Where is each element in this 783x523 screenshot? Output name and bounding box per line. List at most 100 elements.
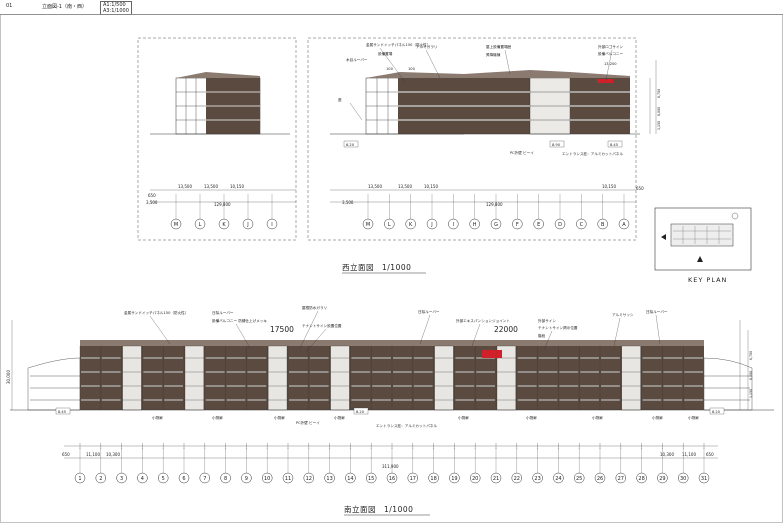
south-core-bay [184,345,204,411]
south-building [10,340,774,411]
west-grid-label: D [558,222,562,228]
south-note-balcony: 設備バルコニー 防錆仕上げメッキ [212,318,267,323]
south-grid-label: 27 [618,476,624,482]
south-note-small-door-3: 小物扉 [274,415,285,420]
south-note-small-door-7: 小物扉 [592,415,603,420]
south-grid-label: 2 [99,476,102,482]
west-note-entrance: エントランス庇：アルミカットパネル [562,151,623,156]
west-note-panel: 金属サンドイッチパネル150（防火性） [366,42,430,47]
south-grid-bubble [657,472,668,484]
west-top-dim-1: 100 [386,67,394,71]
west-overall-dim: 129,800 [486,202,503,207]
south-note-louver: 日除ルーバー [212,310,234,315]
west-grid-bubble [362,218,374,230]
south-right-edge-dim: 650 [706,452,714,457]
south-grid-bubble [511,472,523,484]
south-bays [79,345,703,411]
south-grid-bubble [532,472,543,484]
west-grid-bubble [533,218,544,230]
scale-a3: A3:1/1000 [103,8,129,14]
south-grid-bubble [241,472,252,484]
west-note-pc: PC外壁 ビーイ [510,150,534,155]
west-grid-label: K [409,222,413,228]
key-plan-drawing [661,212,739,262]
scale-a1: A1:1/500 [103,2,126,8]
south-logo-sign [482,350,502,358]
south-grid-bubble [636,472,647,484]
south-grid-label: 31 [701,476,707,482]
south-grid-bubble [199,472,211,484]
south-note-tenant-sign: テナントサイン設置位置 [302,323,342,328]
sheet-title: 立面図-1（南・西） [42,4,87,10]
west-grid-label: A [622,222,626,228]
west-offset-right: 650 [636,186,644,191]
south-note-louver2: 日除ルーバー [418,309,440,314]
sheet-number: 01 [6,3,13,9]
west-grid-bubble [490,218,502,230]
south-grid-bubble [137,472,148,484]
south-bay-dim-l2: 10,300 [106,452,120,457]
west-top-dim-2: 100 [408,67,416,71]
south-grid-label: 26 [597,476,603,482]
south-level-3: 8.20 [712,410,721,414]
south-grid-bubble [698,472,710,484]
south-height-dim: 30,000 [6,370,11,384]
west-grid-left-bubble [218,218,230,230]
svg-text:8,700: 8,700 [657,89,661,98]
west-caption: 西立面図 1/1000 [342,262,411,272]
south-grid-label: 19 [451,476,457,482]
south-grid-label: 13 [326,476,332,482]
west-grid-left-label: L [199,222,202,228]
south-grid-bubble [261,472,273,484]
west-grid-left-label: J [246,222,248,228]
south-grid-label: 12 [306,476,312,482]
south-note-pc: PC外壁 ビーイ [296,420,320,425]
south-overall-dim: 311,900 [382,464,399,469]
south-grid-bubble [303,472,315,484]
west-grid-label: J [430,222,432,228]
south-grid-label: 25 [576,476,582,482]
south-grid-bubble [615,472,627,484]
west-grid-label: F [516,222,519,228]
south-core-bay [330,345,350,411]
south-grid-bubble [157,472,169,484]
svg-text:8,700: 8,700 [749,351,753,360]
west-grid-bubble [576,218,587,230]
south-grid-label: 6 [182,476,185,482]
svg-text:1,150: 1,150 [749,389,753,398]
west-grid-label: I [453,222,454,228]
south-grid-label: 23 [534,476,540,482]
south-grid-label: 21 [493,476,499,482]
south-note-exp: 外部エキスパンションジョイント [456,318,510,323]
south-grid-label: 24 [555,476,561,482]
west-bay-dim-r3: 10,150 [424,184,438,189]
west-bay-dim-r2: 13,500 [398,184,412,189]
west-grid-left-bubble [242,218,254,230]
west-grid-label: H [473,222,477,228]
west-bay-dim-1: 13,500 [178,184,192,189]
west-grid-bubble [448,218,459,230]
south-note-small-door-1: 小物扉 [152,415,163,420]
south-grid-label: 28 [638,476,644,482]
south-grid-bubble [407,472,419,484]
west-grid-bubble [554,218,566,230]
south-core-bay [434,345,454,411]
south-grid-bubble [282,472,294,484]
west-grid-label: C [580,222,584,228]
south-left-edge-dim: 650 [62,452,70,457]
south-center-dim-1: 17500 [270,325,294,334]
south-note-stair: 階段 [538,333,546,338]
south-grid-label: 30 [680,476,686,482]
west-grid-bubble [618,218,630,230]
south-grid-bubble [116,472,127,484]
south-grid-label: 16 [389,476,395,482]
south-caption: 南立面図 1/1000 [344,504,413,514]
south-grid-label: 17 [410,476,416,482]
west-grid-left-bubble [266,218,278,230]
south-core-bay [268,345,288,411]
west-view-frame-right [307,37,637,241]
key-plan-frame [654,207,752,271]
west-grid-bubble [384,218,395,230]
south-note-small-door-9: 小物扉 [688,415,699,420]
